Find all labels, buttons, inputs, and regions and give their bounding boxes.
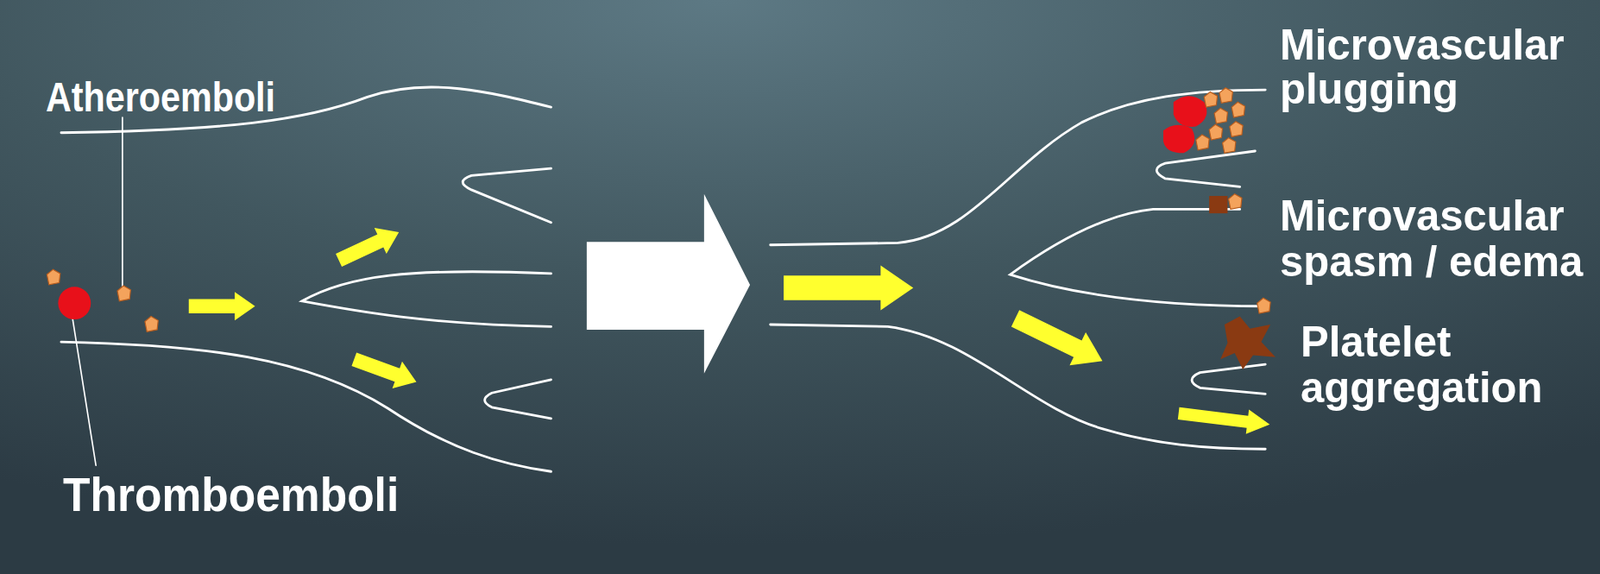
leader-line [121,117,124,288]
callout-label: Atheroemboli [45,76,291,119]
leader-line [71,311,96,467]
atheroembolus [1229,121,1243,138]
flow-arrow [1007,302,1111,378]
callout-label: Thromboemboli [62,470,421,519]
atheroembolus [117,285,131,302]
atheroembolus [1196,134,1210,151]
flow-arrow [333,219,406,273]
callout-label: Platelet aggregation [1300,319,1600,411]
atheroembolus [1203,91,1217,108]
vessel-wall [770,89,1266,246]
spasm-plug [1209,195,1228,214]
vessel-wall [61,341,552,472]
flow-arrow [783,264,914,310]
atheroembolus [1209,124,1223,140]
callout-label: Microvascular spasm / edema [1279,193,1600,285]
vessel-wall [1010,208,1267,306]
atheroembolus [1257,297,1271,314]
thromboembolus [57,286,91,320]
vessel-drawing [61,87,1266,472]
transition-arrow [586,194,750,374]
platelet-aggregate [1220,316,1276,370]
vessel-wall [1191,364,1266,394]
atheroembolus [1219,88,1233,104]
thromboembolus [1173,95,1208,127]
thromboembolus [1163,125,1195,154]
atheroembolus [1214,107,1228,124]
atheroembolus [1231,101,1245,118]
atheroembolus [1222,138,1236,154]
flow-arrow [349,346,423,396]
atheroembolus [1228,194,1242,210]
atheroembolus [144,316,158,333]
vessel-wall [1156,151,1255,187]
shapes [46,88,1276,437]
vessel-wall [302,271,552,328]
atheroembolus [46,269,60,285]
callout-label: Microvascular plugging [1279,23,1600,112]
flow-arrow [188,291,256,321]
vessel-wall [485,379,552,419]
vessel-wall [462,168,551,223]
flow-arrow [1177,401,1272,437]
vessel-wall [770,324,1266,449]
